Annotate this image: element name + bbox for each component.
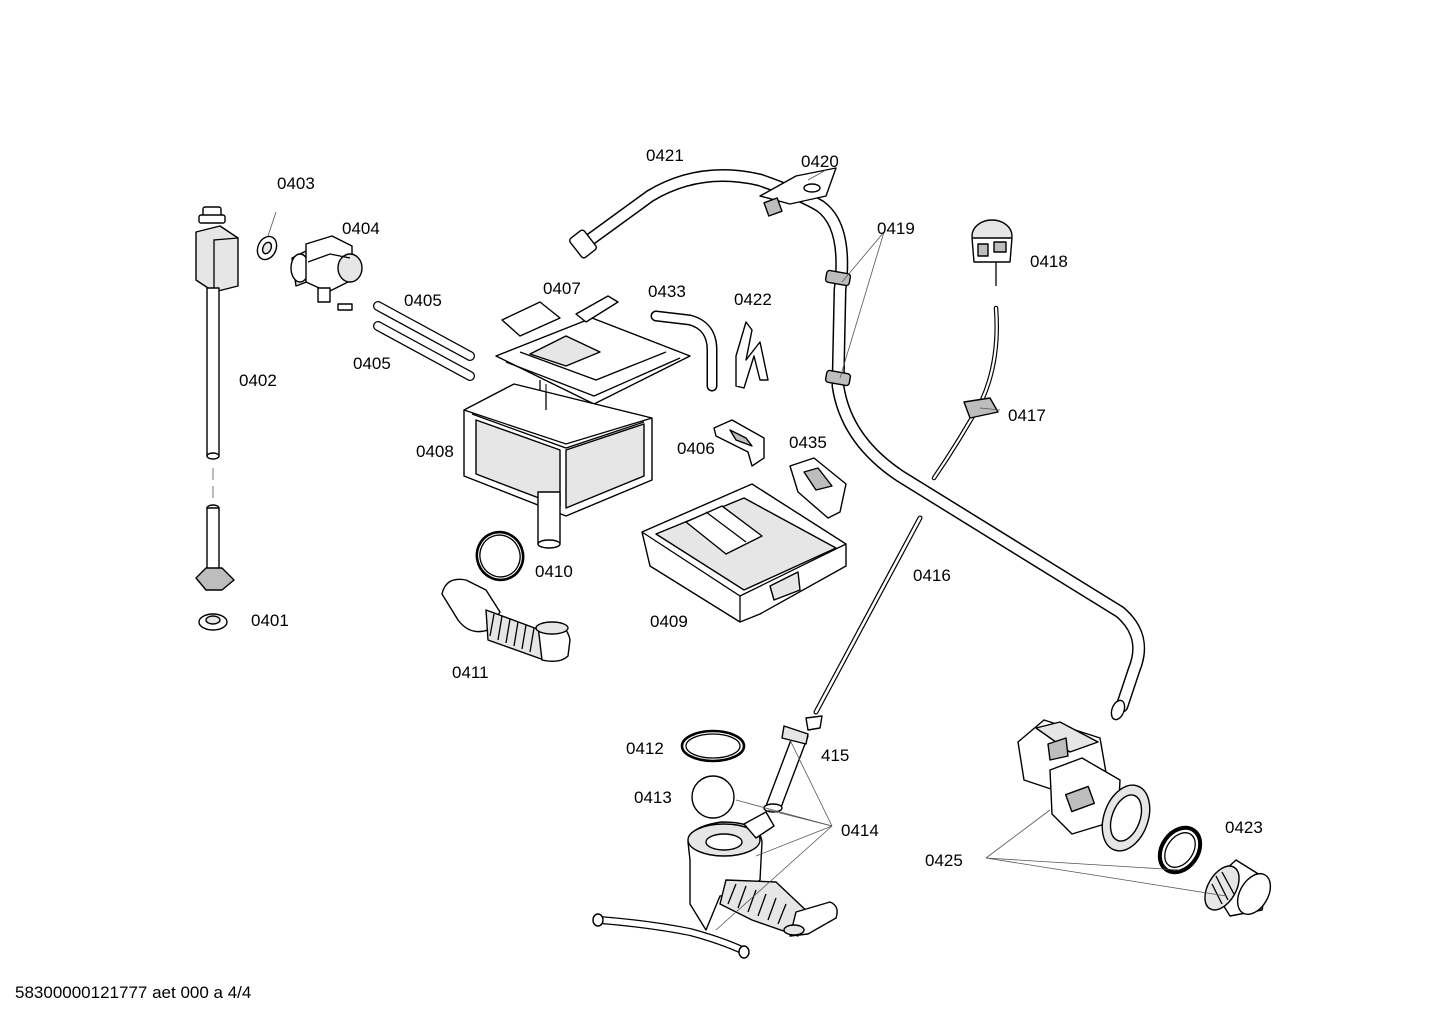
label-0403: 0403: [277, 174, 315, 193]
label-0409: 0409: [650, 612, 688, 631]
part-0410-seal: [475, 530, 525, 582]
part-labels: 0401 0402 0403 0404 0405 0405 0406 0407 …: [239, 146, 1263, 870]
part-0414-sump-assembly: [592, 811, 838, 959]
part-0415-air-trap: [763, 715, 823, 813]
part-0435-cover: [789, 457, 847, 519]
label-0419: 0419: [877, 219, 915, 238]
leader-lines: [267, 169, 1227, 931]
label-0408: 0408: [416, 442, 454, 461]
label-0423: 0423: [1225, 818, 1263, 837]
part-0406-clip: [713, 419, 765, 467]
part-0409-dispenser-drawer: [641, 483, 847, 623]
label-0402: 0402: [239, 371, 277, 390]
part-0401-washer: [198, 613, 228, 631]
part-0413-ball: [691, 775, 735, 819]
part-0422-clip: [735, 321, 769, 389]
part-0408-dispenser-housing: [463, 383, 653, 549]
label-0416: 0416: [913, 566, 951, 585]
label-0417: 0417: [1008, 406, 1046, 425]
part-0402-inlet-hose: [195, 206, 239, 591]
label-0406: 0406: [677, 439, 715, 458]
part-0420-hose-bracket: [759, 167, 837, 217]
label-0404: 0404: [342, 219, 380, 238]
part-0421-drain-hose: [569, 169, 1146, 721]
label-0435: 0435: [789, 433, 827, 452]
label-0433: 0433: [648, 282, 686, 301]
label-0420: 0420: [801, 152, 839, 171]
part-0425-drain-pump: [1017, 719, 1151, 852]
part-0412-seal-ring: [680, 729, 746, 763]
label-0407: 0407: [543, 279, 581, 298]
part-0407-dispenser-cover: [495, 295, 691, 414]
part-0411-bellows: [441, 578, 571, 663]
document-footer-id: 58300000121777 aet 000 a 4/4: [15, 983, 251, 1002]
part-0423-seal: [1157, 825, 1203, 875]
label-0411: 0411: [452, 663, 489, 682]
label-0414: 0414: [841, 821, 879, 840]
label-0415: 415: [821, 746, 849, 765]
part-0418-pressure-switch: [971, 219, 1013, 286]
part-0425-filter: [1204, 859, 1272, 917]
part-0417-pressure-tube: [931, 305, 999, 481]
part-0404-inlet-valve: [290, 235, 363, 311]
label-0425: 0425: [925, 851, 963, 870]
label-0421: 0421: [646, 146, 684, 165]
label-0418: 0418: [1030, 252, 1068, 271]
label-0410: 0410: [535, 562, 573, 581]
label-0405-lower: 0405: [353, 354, 391, 373]
label-0401: 0401: [251, 611, 289, 630]
label-0412: 0412: [626, 739, 664, 758]
part-0405-hoses: [373, 301, 475, 381]
label-0422: 0422: [734, 290, 772, 309]
label-0405-upper: 0405: [404, 291, 442, 310]
part-0403-seal: [256, 235, 278, 261]
label-0413: 0413: [634, 788, 672, 807]
part-0416-rod: [813, 515, 923, 715]
part-0433-hose: [650, 310, 718, 392]
part-0419-hose-clamps: [824, 269, 852, 387]
